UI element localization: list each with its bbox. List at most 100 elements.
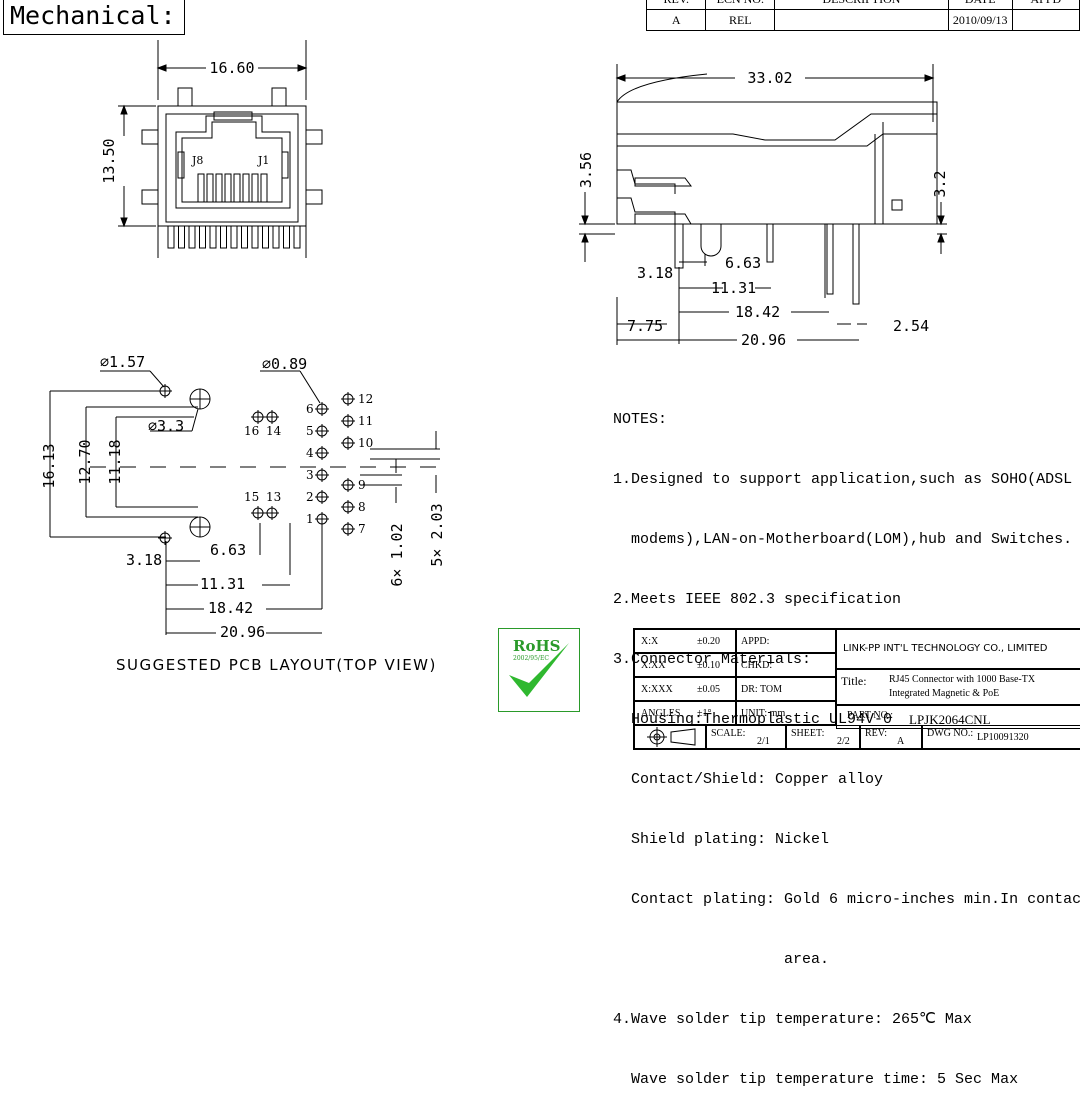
note-line: 2.Meets IEEE 802.3 specification xyxy=(613,591,902,608)
pcb-pin-label: 7 xyxy=(358,522,366,536)
title-cell: Title: RJ45 Connector with 1000 Base-TX … xyxy=(836,669,1080,705)
tol-xxx-cell: X:XXX ±0.05 xyxy=(634,677,736,701)
front-view-drawing: 16.60 13.50 J8 J1 xyxy=(100,40,323,258)
contact-pin xyxy=(206,173,214,203)
pcb-pad xyxy=(251,410,265,424)
note-line: Wave solder tip temperature time: 5 Sec … xyxy=(613,1071,1019,1088)
side-dim-18-42: 18.42 xyxy=(735,303,780,321)
rohs-sub: 2002/95/EC xyxy=(513,655,549,662)
unit-cell: UNIT: mm xyxy=(736,701,836,725)
notes-heading: NOTES: xyxy=(613,411,668,428)
bottom-pin xyxy=(178,225,185,249)
pcb-pin-label: 1 xyxy=(306,512,314,526)
pcb-hdim-18-42: 18.42 xyxy=(208,599,253,617)
tol-xx-cell: X:XX ±0.10 xyxy=(634,653,736,677)
contact-pin xyxy=(224,173,232,203)
pcb-pad xyxy=(315,490,329,504)
side-dim-6-63: 6.63 xyxy=(725,254,761,272)
pcb-layout-caption: SUGGESTED PCB LAYOUT(TOP VIEW) xyxy=(116,656,437,674)
bottom-pin xyxy=(241,225,248,249)
pcb-dia-large: ∅3.3 xyxy=(148,417,184,435)
bottom-pin xyxy=(209,225,217,249)
appd-header: APPD xyxy=(1011,0,1080,10)
pcb-pad xyxy=(315,468,329,482)
side-dim-3-18: 3.18 xyxy=(637,264,673,282)
pcb-dia-small: ∅1.57 xyxy=(100,355,145,371)
pcb-pin-label: 15 xyxy=(244,490,259,504)
pcb-pad xyxy=(251,506,265,520)
side-length-dim: 33.02 xyxy=(747,69,792,87)
pcb-pin-label: 10 xyxy=(358,436,373,450)
ecn-cell: REL xyxy=(705,9,776,31)
bottom-pin xyxy=(283,225,290,249)
pcb-pad xyxy=(315,446,329,460)
contact-pin xyxy=(251,173,259,203)
pcb-dia-pin: ∅0.89 xyxy=(262,355,307,373)
desc-header: DESCRIPTION xyxy=(774,0,949,10)
pcb-pad xyxy=(265,410,279,424)
side-view-drawing: 33.02 3.56 3.2 3.18 6.63 11.31 18.42 7.7… xyxy=(577,64,949,349)
bottom-pin xyxy=(272,225,280,249)
note-line: Housing:Thermoplastic UL94V-0 xyxy=(613,711,893,728)
part-no-cell: PART NO.: LPJK2064CNL xyxy=(836,705,1080,729)
pcb-hdim-20-96: 20.96 xyxy=(220,623,265,641)
sheet-cell: SHEET: 2/2 xyxy=(786,725,860,749)
desc-cell xyxy=(774,9,949,31)
pin-label-j1: J1 xyxy=(257,154,269,167)
bottom-pin xyxy=(188,225,196,249)
pcb-pin-label: 4 xyxy=(306,446,314,460)
rohs-logo: RoHS 2002/95/EC xyxy=(498,628,580,712)
pcb-hdim-3-18: 3.18 xyxy=(126,551,162,569)
pcb-vdim-11-18: 11.18 xyxy=(106,439,124,484)
section-title: Mechanical: xyxy=(3,0,185,35)
pcb-pin-label: 9 xyxy=(358,478,366,492)
note-line: Contact plating: Gold 6 micro-inches min… xyxy=(613,891,1080,908)
note-line: 3.Connector Materials: xyxy=(613,651,812,668)
side-dim-11-31: 11.31 xyxy=(711,279,756,297)
rohs-label: RoHS xyxy=(513,637,560,655)
pcb-pad xyxy=(341,436,355,450)
drawn-by-cell: DR: TOM xyxy=(736,677,836,701)
front-width-dim: 16.60 xyxy=(209,59,254,77)
pcb-pin-label: 2 xyxy=(306,490,314,504)
pcb-pad xyxy=(341,522,355,536)
company-cell: LINK-PP INT'L TECHNOLOGY CO., LIMITED xyxy=(836,629,1080,669)
pcb-pad xyxy=(341,500,355,514)
revision-row: A REL 2010/09/13 xyxy=(645,9,1080,31)
angles-cell: ANGLES ±1° xyxy=(634,701,736,725)
bottom-pin xyxy=(167,225,175,249)
contact-pin xyxy=(242,173,250,203)
revision-header-row: REV. ECN NO. DESCRIPTION DATE APPD xyxy=(645,0,1080,10)
pcb-pin-label: 8 xyxy=(358,500,366,514)
pcb-pin-label: 13 xyxy=(266,490,281,504)
note-line: 4.Wave solder tip temperature: 265℃ Max xyxy=(613,1011,972,1028)
check-icon xyxy=(509,643,569,697)
rev-cell: A xyxy=(645,9,707,31)
pcb-pitch-2-03: 5× 2.03 xyxy=(428,503,446,566)
pcb-pitch-1-02: 6× 1.02 xyxy=(388,523,406,586)
bottom-pin xyxy=(220,225,227,249)
dwg-no-cell: DWG NO.: LP10091320 xyxy=(922,725,1080,749)
date-header: DATE xyxy=(947,0,1013,10)
bottom-pin xyxy=(230,225,238,249)
contact-pin xyxy=(215,173,223,203)
pcb-pad xyxy=(341,392,355,406)
side-dim-20-96: 20.96 xyxy=(741,331,786,349)
pcb-layout-drawing: ∅1.57 ∅0.89 ∅3.3 16.13 12.70 11.18 3.18 … xyxy=(40,355,450,641)
pcb-vdim-12-70: 12.70 xyxy=(76,439,94,484)
projection-symbol-cell xyxy=(634,725,706,749)
pcb-pad xyxy=(265,506,279,520)
contact-pin xyxy=(260,173,268,203)
appd-cell: APPD: xyxy=(736,629,836,653)
pcb-hdim-11-31: 11.31 xyxy=(200,575,245,593)
pcb-hdim-6-63: 6.63 xyxy=(210,541,246,559)
bottom-pin xyxy=(199,225,206,249)
scale-cell: SCALE: 2/1 xyxy=(706,725,786,749)
rev-cell: REV: A xyxy=(860,725,922,749)
front-height-dim: 13.50 xyxy=(100,138,118,183)
title-block: X:X ±0.20 X:XX ±0.10 X:XXX ±0.05 ANGLES … xyxy=(633,628,1080,750)
rev-header: REV. xyxy=(645,0,707,10)
pcb-pad xyxy=(315,402,329,416)
side-height-right-dim: 3.2 xyxy=(931,170,949,197)
pcb-pin-label: 16 xyxy=(244,424,259,438)
